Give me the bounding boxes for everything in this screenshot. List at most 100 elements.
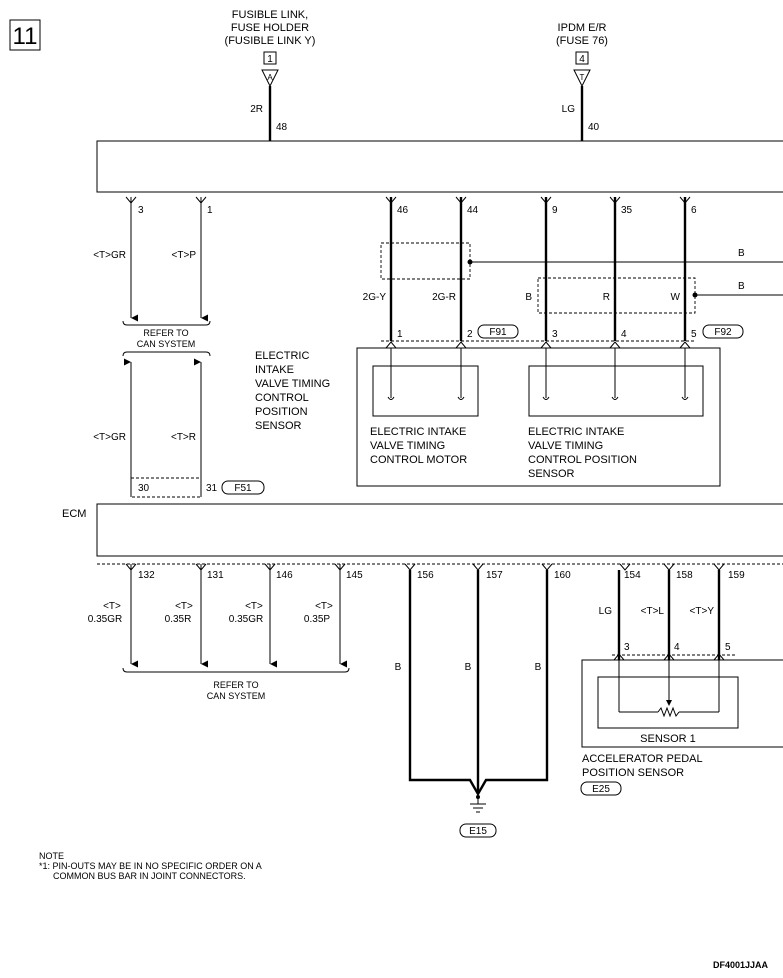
app-label-2: POSITION SENSOR — [582, 767, 684, 779]
term-5-marker — [679, 341, 691, 349]
pin-156-marker — [404, 563, 416, 571]
term-3: 3 — [552, 329, 558, 340]
pin-160: 160 — [554, 570, 571, 581]
bottom-can-wires: 132 <T> 0.35GR 131 <T> 0.35R 146 <T> 0.3… — [88, 563, 363, 701]
wire-color-1: <T>P — [172, 250, 197, 261]
pin-159: 159 — [728, 570, 745, 581]
refer-label-lower-1: REFER TO — [213, 680, 258, 690]
page-number: 11 — [13, 23, 38, 50]
page-number-box — [9, 19, 41, 51]
fusible-link-label-1: FUSIBLE LINK, — [232, 9, 308, 21]
note-line-1: *1: PIN-OUTS MAY BE IN NO SPECIFIC ORDER… — [39, 861, 262, 871]
wire-color-131: 0.35R — [165, 614, 192, 625]
connector-e15-badge — [459, 823, 497, 838]
wire-color-6: W — [671, 292, 681, 303]
pin-31: 31 — [206, 483, 218, 494]
ground-wires: 156 B 157 B 160 B E15 — [395, 563, 571, 838]
refer-label-1: REFER TO — [143, 328, 188, 338]
fuse-triangle-icon — [261, 69, 279, 88]
pin-6: 6 — [691, 205, 697, 216]
wire-color-48: 2R — [250, 104, 263, 115]
ipdm-number: 4 — [579, 54, 585, 65]
pin-159-marker — [713, 563, 725, 571]
pin-48: 48 — [276, 122, 288, 133]
connector-f92: F92 — [714, 327, 732, 338]
pin-44: 44 — [467, 205, 479, 216]
ipdm-source: IPDM E/R (FUSE 76) 4 T LG 40 — [556, 22, 608, 141]
sensor1-label: SENSOR 1 — [640, 733, 696, 745]
pin-1-marker — [195, 196, 207, 204]
pin-3-marker — [125, 196, 137, 204]
term-app-3-marker — [613, 653, 625, 661]
refer-bracket-bottom — [122, 351, 211, 357]
pin-44-marker — [455, 196, 467, 204]
joint-connector-dashed — [130, 477, 202, 498]
motor-label-1: ELECTRIC INTAKE — [370, 426, 466, 438]
pin-146-marker — [264, 563, 276, 571]
term-app-3: 3 — [624, 642, 630, 653]
pin-157: 157 — [486, 570, 503, 581]
component-wires: 46 2G-Y 1 44 2G-R 2 F91 9 B 3 35 R 4 6 W… — [363, 196, 783, 342]
connector-e25: E25 — [592, 784, 610, 795]
pin-154: 154 — [624, 570, 641, 581]
refer-label-lower-2: CAN SYSTEM — [207, 691, 266, 701]
term-1: 1 — [397, 329, 403, 340]
component-title-4: CONTROL — [255, 392, 309, 404]
term-2-marker — [455, 341, 467, 349]
sensor-lead-3-end — [542, 396, 550, 400]
wire-color-31: <T>R — [171, 432, 196, 443]
connector-f51: F51 — [234, 483, 252, 494]
sensor1-box — [597, 676, 739, 729]
shield-wire-color-upper: B — [738, 248, 745, 259]
component-title-5: POSITION — [255, 406, 308, 418]
pin-30: 30 — [138, 483, 150, 494]
ecm-upper-block — [96, 140, 783, 193]
pin-158-marker — [663, 563, 675, 571]
shield-junction-upper — [467, 259, 473, 265]
motor-label-2: VALVE TIMING — [370, 440, 445, 452]
sensor-lead-4-end — [611, 396, 619, 400]
ground-junction — [476, 795, 480, 799]
pin-160-marker — [541, 563, 553, 571]
term-2: 2 — [467, 329, 473, 340]
term-app-5: 5 — [725, 642, 731, 653]
pin-35-marker — [609, 196, 621, 204]
wire-color-157: B — [465, 662, 472, 673]
pin-132-marker — [125, 563, 137, 571]
component-box — [356, 347, 721, 487]
ipdm-letter: T — [580, 73, 585, 82]
term-4-marker — [609, 341, 621, 349]
note-line-2: COMMON BUS BAR IN JOINT CONNECTORS. — [53, 871, 246, 881]
resistor-icon — [657, 706, 680, 718]
connector-f91-badge — [477, 324, 519, 339]
wire-color-44: 2G-R — [432, 292, 456, 303]
motor-label-3: CONTROL MOTOR — [370, 454, 467, 466]
wire-color-9: B — [525, 292, 532, 303]
wire-color-159: <T>Y — [690, 606, 715, 617]
shield-junction-lower — [692, 292, 698, 298]
wire-color-3: <T>GR — [93, 250, 126, 261]
app-outer-box — [581, 659, 783, 748]
motor-shield — [380, 242, 471, 280]
motor-lead-2-end — [457, 396, 465, 400]
fuse-number: 1 — [267, 54, 273, 65]
pin-35: 35 — [621, 205, 633, 216]
term-app-4: 4 — [674, 642, 680, 653]
component-title-6: SENSOR — [255, 420, 302, 432]
connector-e15: E15 — [469, 826, 487, 837]
pin-3: 3 — [138, 205, 144, 216]
sensor-shield — [537, 277, 696, 314]
note-title: NOTE — [39, 851, 64, 861]
ipdm-triangle-icon — [573, 69, 591, 88]
refer-label-2: CAN SYSTEM — [137, 339, 196, 349]
refer-bracket-top — [122, 320, 211, 326]
wire-top-145: <T> — [315, 601, 333, 612]
app-label-1: ACCELERATOR PEDAL — [582, 753, 703, 765]
component-internals: ELECTRIC INTAKE VALVE TIMING CONTROL MOT… — [370, 341, 704, 480]
pin-46: 46 — [397, 205, 409, 216]
wire-color-146: 0.35GR — [229, 614, 263, 625]
note: NOTE *1: PIN-OUTS MAY BE IN NO SPECIFIC … — [39, 851, 262, 881]
pin-40: 40 — [588, 122, 600, 133]
fusible-link-label-3: (FUSIBLE LINK Y) — [225, 35, 316, 47]
